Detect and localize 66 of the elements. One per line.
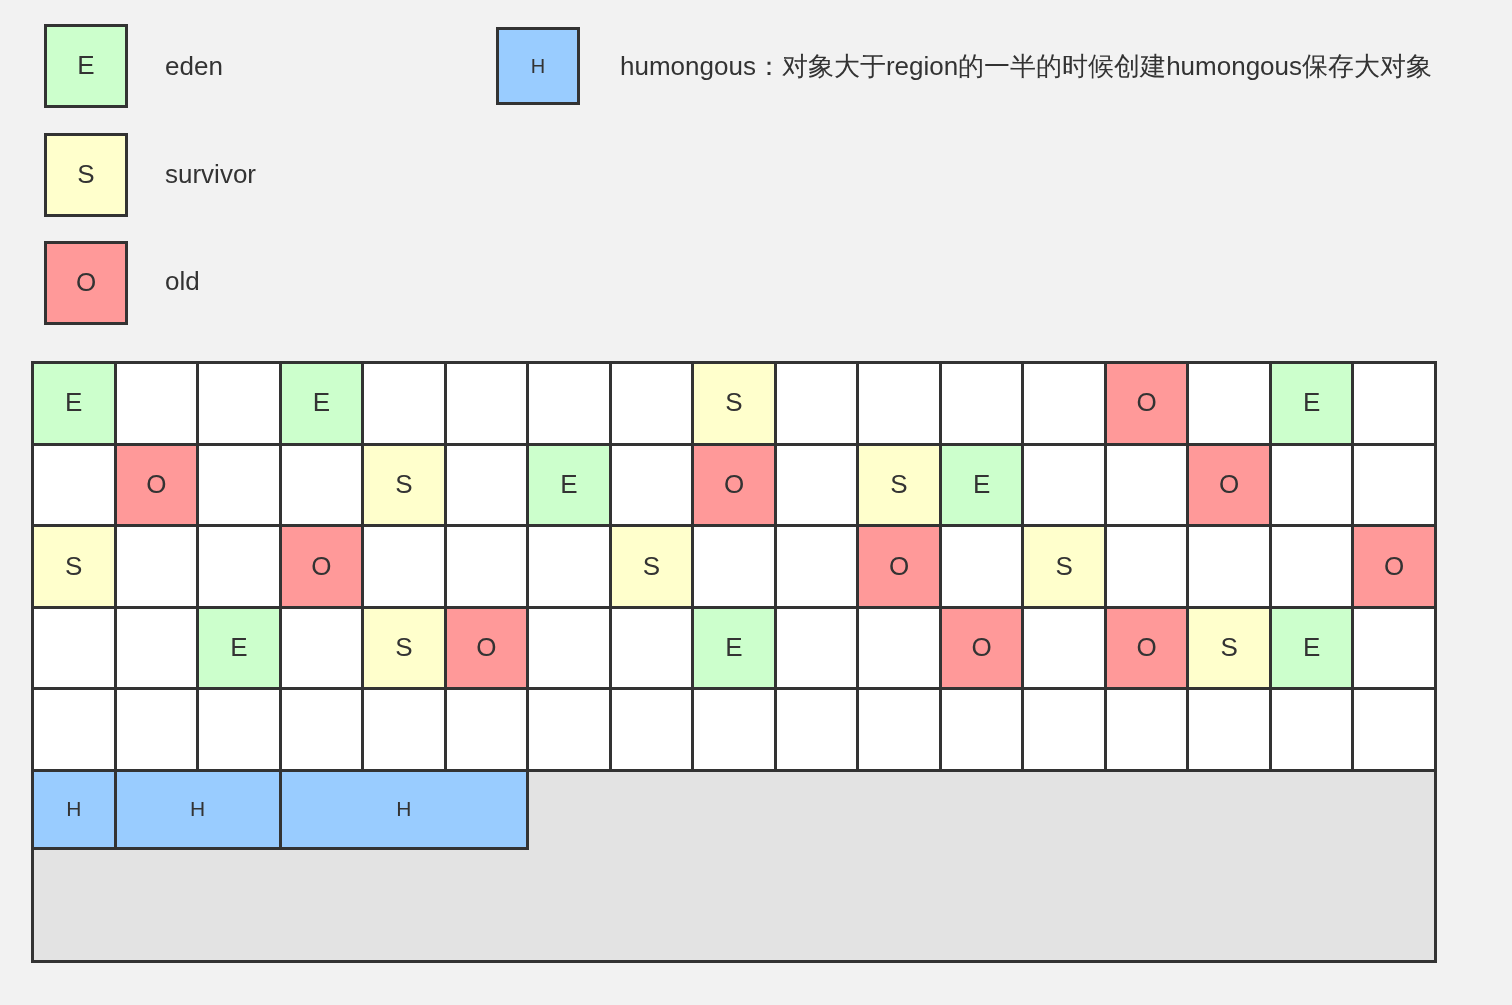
heap-region (361, 687, 447, 772)
legend-label: eden (165, 52, 223, 82)
region-label: S (642, 551, 661, 582)
region-label: E (1303, 388, 1321, 419)
heap-region (361, 524, 447, 609)
legend-label: survivor (165, 160, 256, 190)
heap-region (31, 361, 117, 446)
region-label: O (888, 551, 910, 582)
region-label: E (1303, 633, 1321, 664)
region-label: S (890, 469, 908, 500)
swatch-letter: E (77, 51, 95, 81)
region-label: O (1136, 388, 1157, 419)
heap-region (31, 687, 117, 772)
region-label: O (1384, 551, 1405, 582)
heap-region (1186, 361, 1272, 446)
region-label: O (476, 633, 497, 664)
region-label: H (66, 797, 82, 822)
heap-region (196, 687, 282, 772)
swatch-letter: S (77, 160, 95, 190)
heap-region (526, 524, 612, 609)
heap-region (196, 361, 282, 446)
region-label: S (1055, 551, 1073, 582)
humongous-region (31, 769, 117, 850)
region-label: E (65, 388, 83, 419)
region-label: S (395, 633, 413, 664)
region-label: H (396, 797, 412, 822)
region-label: O (146, 469, 167, 500)
legend-label: old (165, 267, 200, 297)
heap-region (856, 524, 942, 609)
region-label: S (725, 388, 743, 419)
heap-region (1021, 524, 1107, 609)
heap-region (856, 361, 942, 446)
region-label: O (971, 633, 992, 664)
legend-label: humongous：对象大于region的一半的时候创建humongous保存大对象 (620, 52, 1433, 82)
region-label: O (1219, 469, 1240, 500)
region-label: E (560, 469, 578, 500)
region-label: E (972, 469, 991, 500)
swatch-letter: O (75, 268, 97, 298)
swatch-letter: H (530, 54, 546, 78)
region-label: S (395, 469, 413, 500)
region-label: O (1136, 633, 1157, 664)
region-label: S (1220, 633, 1238, 664)
heap-region (691, 361, 777, 446)
heap-region (526, 361, 612, 446)
heap-region (196, 524, 282, 609)
heap-region (526, 687, 612, 772)
heap-region (1351, 361, 1437, 446)
heap-region (856, 687, 942, 772)
region-label: E (312, 388, 330, 419)
heap-region (1021, 361, 1107, 446)
heap-region (1351, 524, 1437, 609)
region-label: S (65, 551, 83, 582)
region-label: E (725, 633, 743, 664)
heap-region (1351, 687, 1437, 772)
region-label: O (311, 551, 332, 582)
heap-region (361, 361, 447, 446)
region-label: H (189, 797, 206, 822)
region-label: O (723, 469, 745, 500)
heap-region (691, 687, 777, 772)
region-label: E (230, 633, 248, 664)
heap-region (1021, 687, 1107, 772)
heap-region (691, 524, 777, 609)
heap-region (1186, 687, 1272, 772)
free-space-area (31, 769, 1437, 963)
heap-region (1186, 524, 1272, 609)
heap-region (31, 524, 117, 609)
